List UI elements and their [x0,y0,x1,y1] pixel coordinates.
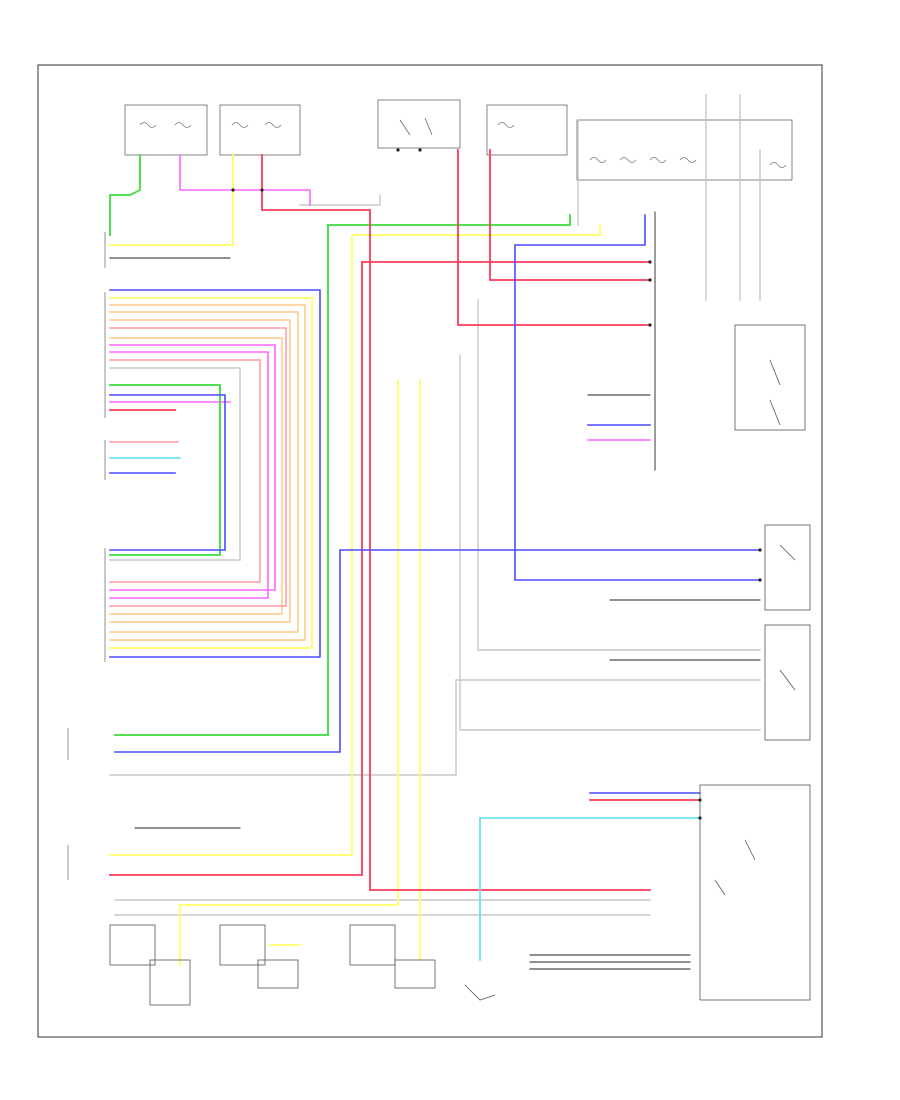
wire-gray-11 [299,194,381,206]
wire-yellow-2 [109,297,313,649]
relay-box-2 [764,524,811,611]
wire-gray-6 [459,354,761,731]
relay-box-1 [734,324,806,431]
wire-pink-1 [179,154,311,206]
wire-blue-2 [109,394,226,551]
wire-blue-4 [114,549,761,753]
wire-pink-3 [109,351,269,599]
top-fuse-blocks [124,99,793,181]
wire-yellow-1 [109,154,234,246]
wire-gray-5 [477,299,761,651]
wire-green-3 [109,384,221,556]
wire-orange-1 [109,304,306,641]
wire-yellow-4 [179,379,399,966]
wire-blue-3 [514,214,761,581]
wire-orange-3 [109,319,291,623]
fuse-block-5 [576,119,793,181]
fuse-block-3 [377,99,461,149]
wire-orange-4 [109,337,283,615]
lamp-6 [394,959,436,989]
wire-cyan-1 [479,817,701,961]
wire-yellow-3 [109,224,601,856]
wire-orange-2 [109,311,299,633]
diagram-frame [37,64,823,1038]
control-unit [699,784,811,1001]
wire-lightred-1 [109,327,287,607]
lamp-1 [109,924,156,966]
lamp-5 [349,924,396,966]
wire-red-2 [457,149,651,326]
left-connectors [67,232,106,880]
bottom-components [109,924,496,1006]
wire-red-3 [489,149,651,281]
relay-box-3 [764,624,811,741]
wire-green-2 [114,214,571,736]
wire-red-1 [261,154,651,891]
junction-dots [231,148,762,820]
lamp-4 [257,959,299,989]
fuse-block-1 [124,104,208,156]
wire-pink-2 [109,344,276,591]
wire-gray-7 [109,679,761,776]
lamp-2 [149,959,191,1006]
fuse-symbols [139,122,787,168]
wire-group [109,94,761,970]
fuse-block-2 [219,104,301,156]
fuse-block-4 [486,104,568,156]
wire-blue-1 [109,289,321,658]
wire-red-4 [109,261,651,876]
wire-green-1 [109,154,141,236]
wire-lightred-2 [109,359,261,583]
right-components [699,324,811,1001]
wire-gray-10 [109,367,241,561]
lamp-3 [219,924,266,966]
